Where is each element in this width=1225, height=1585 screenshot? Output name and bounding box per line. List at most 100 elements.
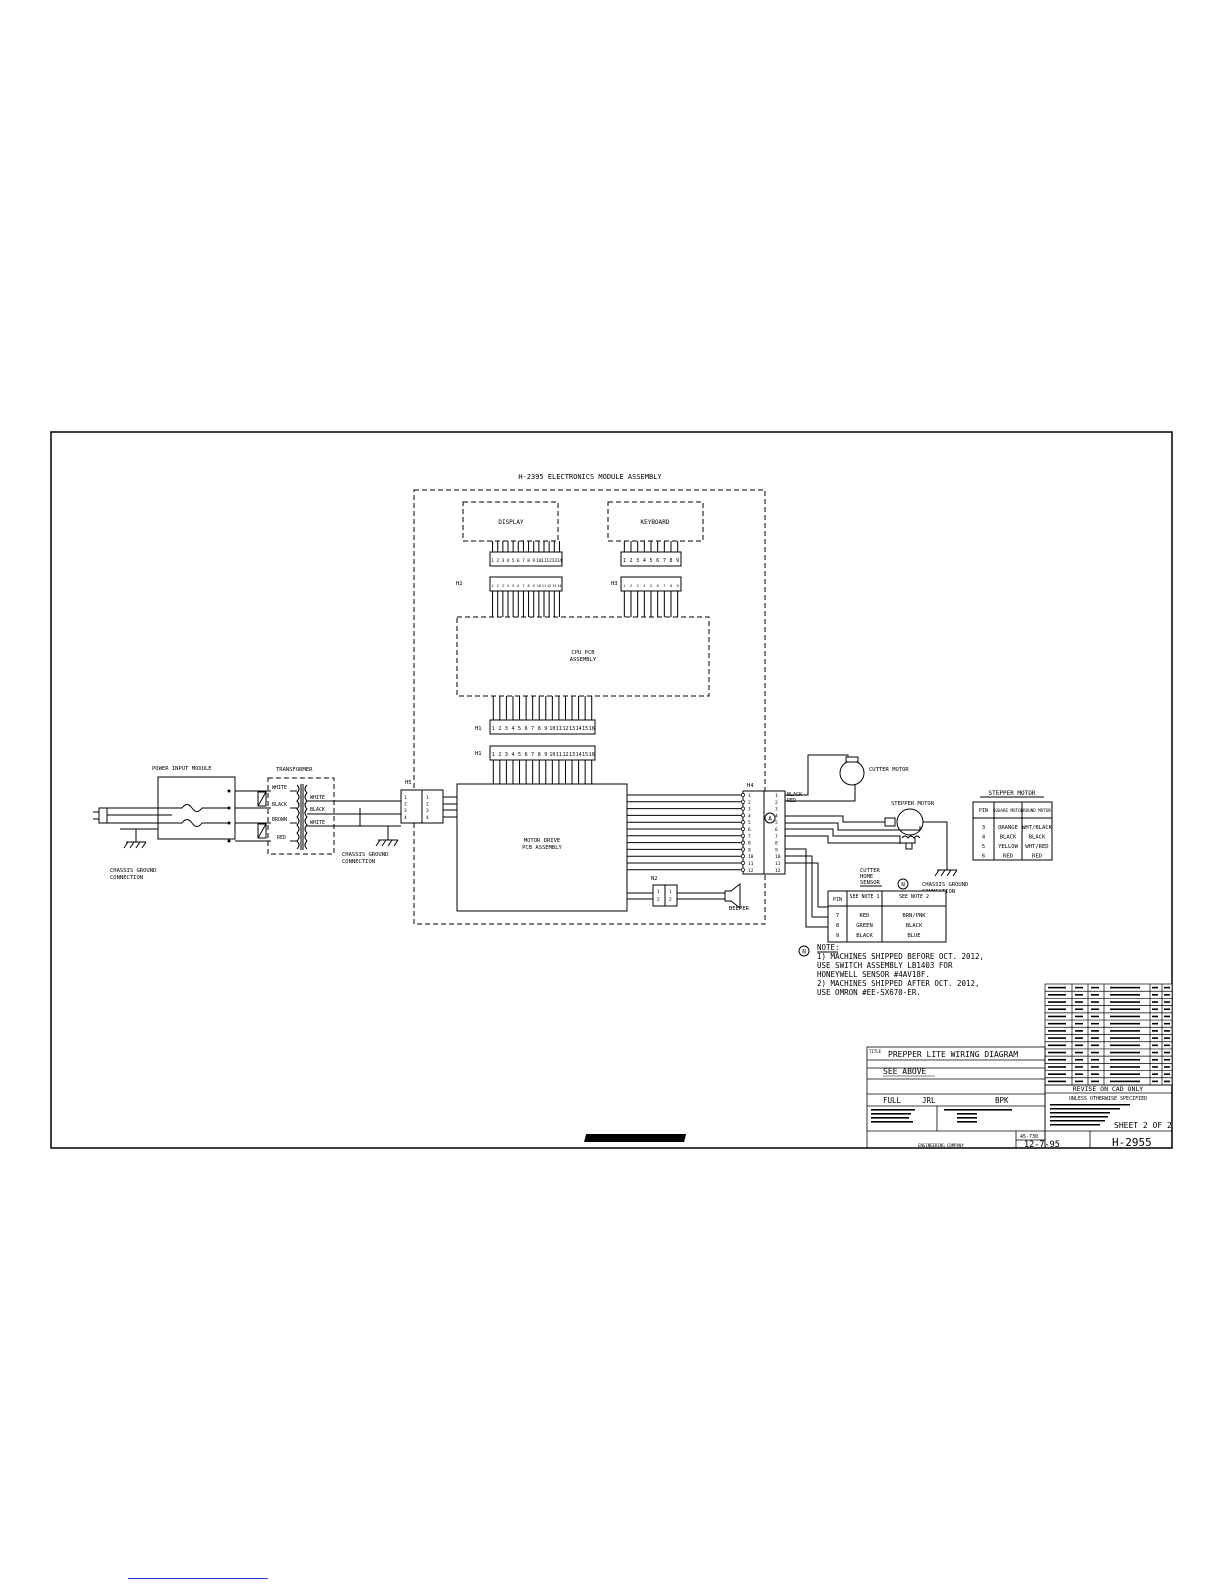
pin-number: 3 <box>636 558 639 564</box>
revise-text: REVISE ON CAD ONLY <box>1073 1085 1144 1093</box>
pin-number: 5 <box>649 558 652 564</box>
note-line-2: USE SWITCH ASSEMBLY LB1403 FOR <box>817 961 953 970</box>
display-label: DISPLAY <box>498 519 524 526</box>
display-wires-top <box>492 541 560 552</box>
pin-number: 1 <box>404 795 407 801</box>
stepper-table-cell: BLACK <box>1029 835 1046 841</box>
pin-number: 8 <box>538 752 541 758</box>
pin-number: 16 <box>589 726 595 732</box>
pin-number: 1 <box>426 795 429 801</box>
ground-symbol-right <box>934 869 958 877</box>
sensor-r1-n1: RED <box>860 913 870 919</box>
svg-text:2: 2 <box>669 897 672 903</box>
n2-wires <box>627 892 725 900</box>
transformer-primary-3: BROWN <box>272 817 287 823</box>
pin-number: 3 <box>505 752 508 758</box>
pin-number: 7 <box>531 726 534 732</box>
unless-text: UNLESS OTHERWISE SPECIFIED <box>1069 1096 1147 1102</box>
pin-number: 7 <box>748 834 751 840</box>
sensor-label-1: CUTTER <box>860 868 881 874</box>
display-box <box>462 501 559 542</box>
h1-connector-bottom <box>489 745 596 761</box>
stepper-motor-icon <box>896 808 924 836</box>
pin-number: 6 <box>748 827 751 833</box>
pin-number: 9 <box>544 726 547 732</box>
pin-number: 3 <box>404 808 407 814</box>
pin-number: 11 <box>748 861 754 867</box>
note-line-4: 2) MACHINES SHIPPED AFTER OCT. 2012, <box>817 979 980 988</box>
pin-number: 7 <box>663 558 666 564</box>
pin-number: 1 <box>492 752 495 758</box>
pin-dot <box>741 833 745 838</box>
sheet-border <box>50 431 1173 1149</box>
pin-number: 10 <box>536 558 542 564</box>
pin-number: 3 <box>505 726 508 732</box>
pin-number: 12 <box>562 726 568 732</box>
pin-number: 5 <box>748 820 751 826</box>
pin-number: 5 <box>512 584 514 588</box>
sensor-r2-n1: GREEN <box>856 923 873 929</box>
pin-number: 3 <box>748 807 751 813</box>
pin-number: 6 <box>525 726 528 732</box>
stepper-table-cell: 5 <box>982 844 985 850</box>
pin-number: 12 <box>562 752 568 758</box>
pin-number: 5 <box>650 584 652 588</box>
pin-number: 14 <box>557 584 561 588</box>
pin-number: 13 <box>552 584 556 588</box>
motor-drive-pcb-box <box>456 783 628 912</box>
stepper-table-cell: 6 <box>982 854 985 860</box>
h5-to-motor-wires <box>443 796 457 818</box>
stepper-table-cell: WHT/RED <box>1025 844 1048 850</box>
pin-number: 7 <box>775 834 778 840</box>
company-logo: ARTOS <box>933 1134 962 1144</box>
fuse-symbols <box>172 804 229 827</box>
transformer-primary-4: RED <box>277 835 286 841</box>
transformer-secondary-3: WHITE <box>310 820 325 826</box>
circle-n-marker-note <box>798 945 810 957</box>
transformer-primary-1: WHITE <box>272 785 287 791</box>
cpu-line2: ASSEMBLY <box>570 657 597 663</box>
scale-text: FULL <box>883 1096 902 1105</box>
circle-a-text: A <box>768 816 772 823</box>
sensor-wires <box>785 848 828 928</box>
drawing-no-text: H-2955 <box>1112 1136 1152 1149</box>
beeper-icon <box>724 882 741 910</box>
pin-number: 2 <box>498 726 501 732</box>
pin-number: 7 <box>531 752 534 758</box>
keyboard-box <box>607 501 704 542</box>
stepper-table-title: STEPPER MOTOR <box>989 790 1036 797</box>
transformer-secondary-wires <box>307 800 401 827</box>
transformer-box <box>267 777 335 855</box>
pin-number: 3 <box>637 584 639 588</box>
pin-number: 10 <box>748 854 754 860</box>
h4-label: H4 <box>747 783 754 789</box>
pin-number: 10 <box>537 584 541 588</box>
pin-number: 8 <box>669 558 672 564</box>
cutter-motor-label: CUTTER MOTOR <box>869 767 909 773</box>
pin-number: 2 <box>629 558 632 564</box>
pin-number: 6 <box>657 584 659 588</box>
h1-label-bottom: H1 <box>475 751 482 757</box>
sensor-th-note1: SEE NOTE 1 <box>849 894 879 900</box>
transformer-label: TRANSFORMER <box>276 767 313 773</box>
svg-text:2: 2 <box>657 897 660 903</box>
pin-number: 5 <box>518 752 521 758</box>
sheet-text: SHEET 2 OF 2 <box>1114 1121 1172 1130</box>
power-plug-icon <box>93 807 172 830</box>
checked-text: BPK <box>995 1096 1009 1105</box>
pin-number: 10 <box>549 726 555 732</box>
pin-dot <box>741 793 745 797</box>
sensor-th-note2: SEE NOTE 2 <box>899 894 929 900</box>
pin-number: 10 <box>549 752 555 758</box>
pin-dot <box>741 840 745 845</box>
stepper-table-cell: RED <box>1032 854 1042 860</box>
pin-number: 12 <box>748 868 754 874</box>
pin-number: 15 <box>582 726 588 732</box>
cutter-wire-red: RED <box>787 798 796 804</box>
pin-number: 7 <box>522 584 524 588</box>
display-connector-top <box>489 551 563 567</box>
pin-number: 3 <box>501 558 504 564</box>
